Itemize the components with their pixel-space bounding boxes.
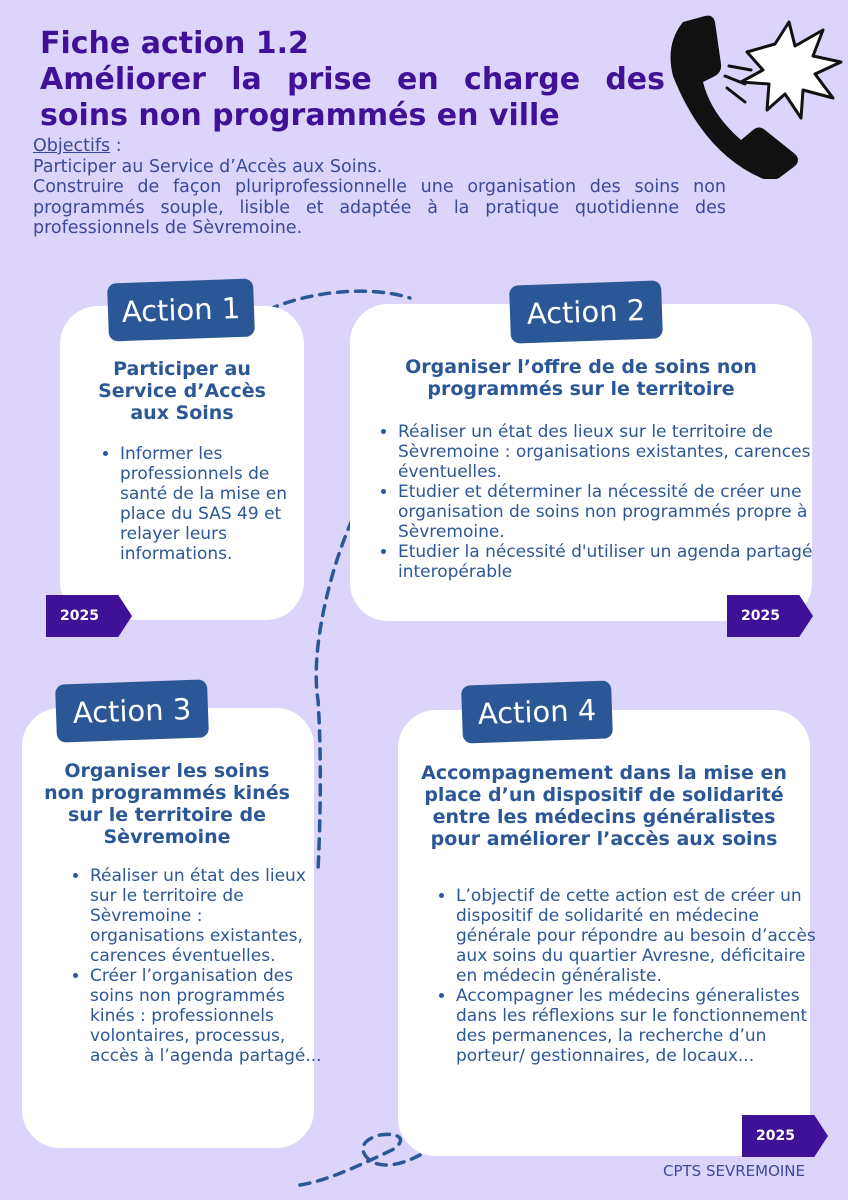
action-1-badge: Action 1 <box>107 278 255 342</box>
footer-organization: CPTS SEVREMOINE <box>663 1162 806 1180</box>
action-1-title: Participer au Service d’Accès aux Soins <box>98 358 266 424</box>
action-2-title: Organiser l’offre de de soins non progra… <box>405 356 757 400</box>
objective-1: Participer au Service d’Accès aux Soins. <box>33 156 383 177</box>
list-item: Accompagner les médecins géneralistes da… <box>456 986 816 1066</box>
action-3-bullets: Réaliser un état des lieux sur le territ… <box>70 866 322 1066</box>
telephone-ringing-icon <box>670 15 843 179</box>
action-4-card: Accompagnement dans la mise en place d’u… <box>398 710 816 1156</box>
list-item: Réaliser un état des lieux sur le territ… <box>90 866 322 966</box>
action-2-year: 2025 <box>727 595 813 637</box>
list-item: Créer l’organisation des soins non progr… <box>90 966 322 1066</box>
action-1-bullets: Informer les professionnels de santé de … <box>100 444 310 564</box>
action-3-card: Organiser les soins non programmés kinés… <box>22 708 322 1148</box>
action-2-badge: Action 2 <box>509 280 663 344</box>
list-item: Informer les professionnels de santé de … <box>120 444 310 564</box>
action-4-badge: Action 4 <box>461 680 613 744</box>
title-line-2: Améliorer la prise en charge des <box>40 62 665 97</box>
action-2-card: Organiser l’offre de de soins non progra… <box>350 304 812 621</box>
action-4-title: Accompagnement dans la mise en place d’u… <box>421 762 787 850</box>
action-2-bullets: Réaliser un état des lieux sur le territ… <box>378 422 818 582</box>
action-1-year: 2025 <box>46 595 132 637</box>
list-item: Etudier la nécessité d'utiliser un agend… <box>398 542 818 582</box>
action-1-card: Participer au Service d’Accès aux Soins … <box>60 306 304 620</box>
objectives-colon: : <box>110 136 122 156</box>
action-3-title: Organiser les soins non programmés kinés… <box>44 760 290 848</box>
title-line-3: soins non programmés en ville <box>40 98 560 133</box>
page-title: Fiche action 1.2 Améliorer la prise en c… <box>40 26 665 134</box>
action-4-bullets: L’objectif de cette action est de créer … <box>436 886 816 1066</box>
list-item: Etudier et déterminer la nécessité de cr… <box>398 482 818 542</box>
action-3-badge: Action 3 <box>55 679 209 743</box>
title-line-1: Fiche action 1.2 <box>40 26 309 61</box>
objective-2: Construire de façon pluriprofessionnelle… <box>33 177 726 238</box>
action-4-year: 2025 <box>742 1115 828 1157</box>
objectives-block: Objectifs : Participer au Service d’Accè… <box>33 136 726 239</box>
objectives-heading: Objectifs <box>33 136 111 156</box>
list-item: Réaliser un état des lieux sur le territ… <box>398 422 818 482</box>
list-item: L’objectif de cette action est de créer … <box>456 886 816 986</box>
